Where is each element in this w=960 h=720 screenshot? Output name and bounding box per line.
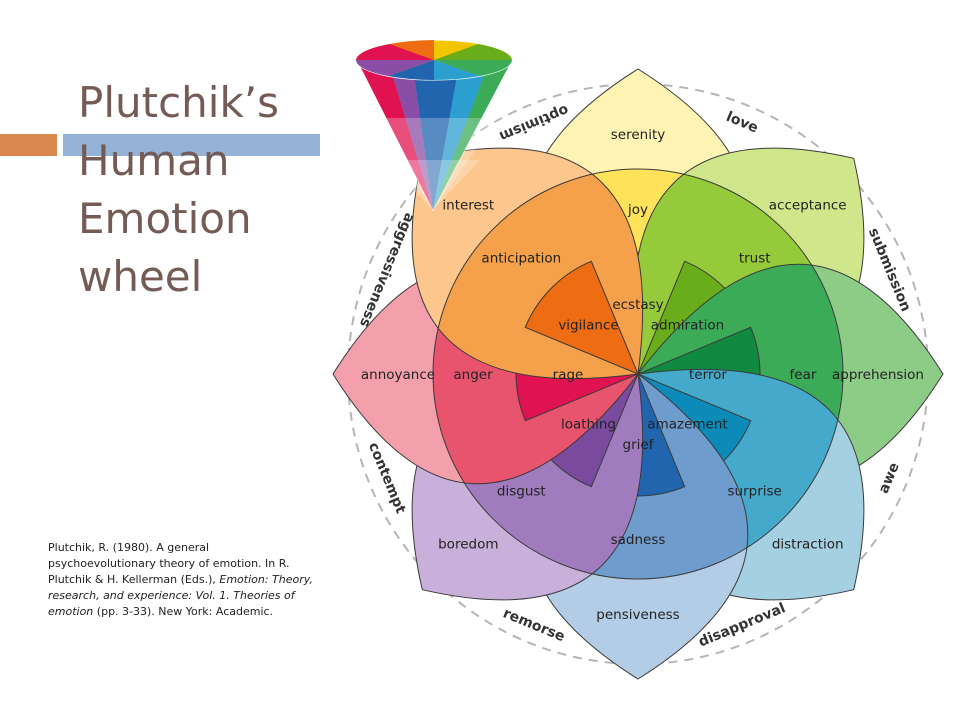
dyad-label: remorse xyxy=(501,605,567,645)
emotion-label: fear xyxy=(790,367,817,383)
citation-italic-title: Emotion: Theory, research, and experienc… xyxy=(48,573,313,618)
emotion-label: ecstasy xyxy=(612,297,663,313)
emotion-label: serenity xyxy=(611,127,666,143)
petal-band-inner xyxy=(524,260,639,375)
emotion-wheel: ecstasy joy serenity admiration trust accepta… xyxy=(332,39,944,680)
title-line-3: Emotion xyxy=(78,194,252,243)
slide-title: Plutchik’s Human Emotion wheel xyxy=(78,74,328,306)
emotion-label: sadness xyxy=(611,532,666,548)
emotion-label: amazement xyxy=(647,417,727,433)
emotion-label: rage xyxy=(553,367,584,383)
citation-part-2: (pp. 3-33). New York: Academic. xyxy=(93,605,274,618)
emotion-label: trust xyxy=(739,250,771,266)
title-line-4: wheel xyxy=(78,252,203,301)
emotion-label: distraction xyxy=(772,537,844,553)
emotion-label: grief xyxy=(623,437,655,453)
title-line-1: Plutchik’s xyxy=(78,78,280,127)
emotion-label: surprise xyxy=(728,484,782,500)
citation-part-1: Plutchik, R. (1980). A general psychoevo… xyxy=(48,541,290,586)
emotion-label: disgust xyxy=(497,484,546,500)
emotion-label: boredom xyxy=(438,537,498,553)
emotion-label: pensiveness xyxy=(596,607,679,623)
emotion-label: joy xyxy=(627,202,648,218)
emotion-label: admiration xyxy=(651,318,724,334)
petal-layer xyxy=(332,68,944,680)
emotion-label: annoyance xyxy=(361,367,435,383)
dyad-label: awe xyxy=(876,460,903,496)
emotion-label: apprehension xyxy=(832,367,924,383)
label-layer: ecstasy joy serenity admiration trust accepta… xyxy=(361,127,924,623)
emotion-label: acceptance xyxy=(769,197,847,213)
emotion-label: terror xyxy=(689,367,727,383)
accent-bar-orange xyxy=(0,134,57,156)
dyad-label: love xyxy=(724,109,761,136)
title-line-2: Human xyxy=(78,136,230,185)
citation-text: Plutchik, R. (1980). A general psychoevo… xyxy=(48,540,316,620)
emotion-label: anger xyxy=(453,367,493,383)
emotion-label: vigilance xyxy=(558,318,618,334)
accent-bar-blue xyxy=(63,134,320,156)
emotion-cone-illustration xyxy=(355,39,513,212)
emotion-label: loathing xyxy=(561,417,616,433)
emotion-label: interest xyxy=(442,197,494,213)
emotion-label: anticipation xyxy=(481,250,561,266)
